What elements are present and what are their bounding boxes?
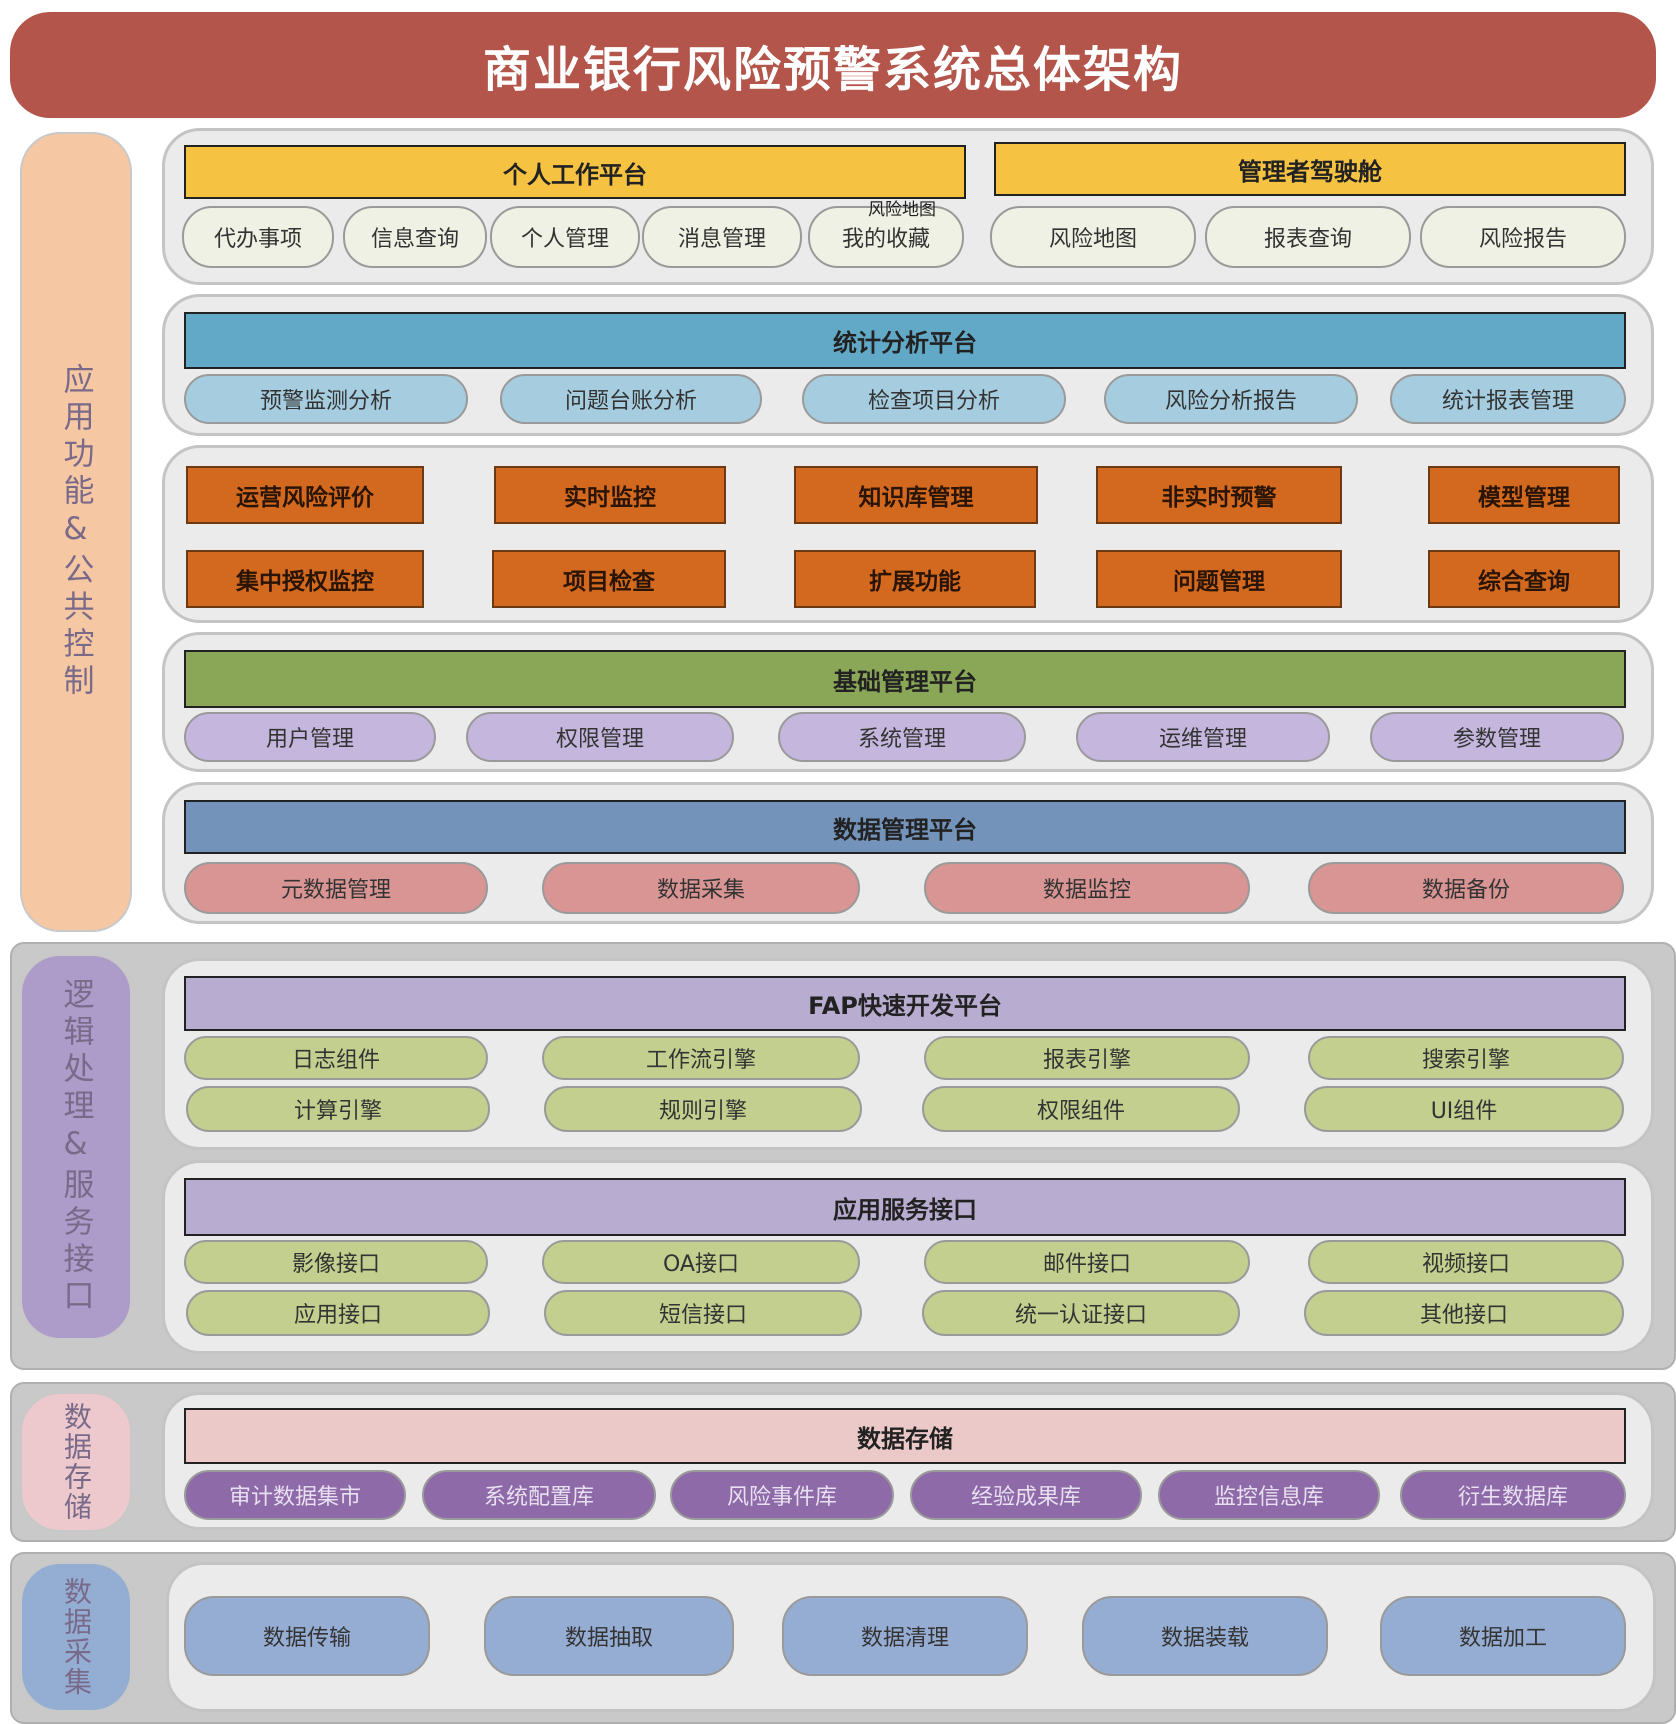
service-header: 应用服务接口 bbox=[184, 1178, 1626, 1236]
fap-item[interactable]: 搜索引擎 bbox=[1308, 1036, 1624, 1080]
module-box[interactable]: 运营风险评价 bbox=[186, 466, 424, 524]
service-item[interactable]: 统一认证接口 bbox=[922, 1290, 1240, 1336]
collect-item[interactable]: 数据传输 bbox=[184, 1596, 430, 1676]
personal-header: 个人工作平台 bbox=[184, 145, 966, 199]
storage-item[interactable]: 监控信息库 bbox=[1158, 1470, 1380, 1520]
fap-item[interactable]: 工作流引擎 bbox=[542, 1036, 860, 1080]
module-box[interactable]: 项目检查 bbox=[492, 550, 726, 608]
fap-item[interactable]: 权限组件 bbox=[922, 1086, 1240, 1132]
datamgmt-header: 数据管理平台 bbox=[184, 800, 1626, 854]
fap-item[interactable]: 报表引擎 bbox=[924, 1036, 1250, 1080]
stats-item[interactable]: 问题台账分析 bbox=[500, 374, 762, 424]
stats-header: 统计分析平台 bbox=[184, 312, 1626, 369]
fap-item[interactable]: 计算引擎 bbox=[186, 1086, 490, 1132]
personal-item[interactable]: 个人管理 bbox=[490, 206, 640, 268]
datamgmt-item[interactable]: 元数据管理 bbox=[184, 862, 488, 914]
cockpit-item[interactable]: 风险地图 bbox=[990, 206, 1196, 268]
collect-item[interactable]: 数据加工 bbox=[1380, 1596, 1626, 1676]
fap-item[interactable]: 日志组件 bbox=[184, 1036, 488, 1080]
cockpit-header: 管理者驾驶舱 bbox=[994, 142, 1626, 196]
diagram-title: 商业银行风险预警系统总体架构 bbox=[10, 12, 1656, 118]
service-item[interactable]: 影像接口 bbox=[184, 1240, 488, 1284]
side-label-storage-text: 数据存储 bbox=[60, 1402, 93, 1522]
base-item[interactable]: 用户管理 bbox=[184, 712, 436, 762]
storage-item[interactable]: 经验成果库 bbox=[910, 1470, 1142, 1520]
module-box[interactable]: 实时监控 bbox=[494, 466, 726, 524]
service-item[interactable]: 应用接口 bbox=[186, 1290, 490, 1336]
stats-item[interactable]: 预警监测分析 bbox=[184, 374, 468, 424]
base-header: 基础管理平台 bbox=[184, 650, 1626, 708]
side-label-app-text: 应用功能&公共控制 bbox=[57, 363, 94, 701]
module-box[interactable]: 知识库管理 bbox=[794, 466, 1038, 524]
stats-item[interactable]: 统计报表管理 bbox=[1390, 374, 1626, 424]
base-item[interactable]: 系统管理 bbox=[778, 712, 1026, 762]
module-box[interactable]: 问题管理 bbox=[1096, 550, 1342, 608]
datamgmt-item[interactable]: 数据采集 bbox=[542, 862, 860, 914]
side-label-app: 应用功能&公共控制 bbox=[20, 132, 132, 932]
module-box[interactable]: 非实时预警 bbox=[1096, 466, 1342, 524]
cockpit-item[interactable]: 报表查询 bbox=[1205, 206, 1411, 268]
storage-item[interactable]: 衍生数据库 bbox=[1400, 1470, 1626, 1520]
storage-item[interactable]: 系统配置库 bbox=[422, 1470, 656, 1520]
service-item[interactable]: 短信接口 bbox=[544, 1290, 862, 1336]
side-label-collect: 数据采集 bbox=[20, 1562, 132, 1712]
side-label-storage: 数据存储 bbox=[20, 1392, 132, 1532]
stats-item[interactable]: 检查项目分析 bbox=[802, 374, 1066, 424]
fap-item[interactable]: UI组件 bbox=[1304, 1086, 1624, 1132]
personal-item[interactable]: 信息查询 bbox=[343, 206, 487, 268]
personal-item[interactable]: 代办事项 bbox=[182, 206, 334, 268]
base-item[interactable]: 参数管理 bbox=[1370, 712, 1624, 762]
base-item[interactable]: 权限管理 bbox=[466, 712, 734, 762]
service-item[interactable]: 视频接口 bbox=[1308, 1240, 1624, 1284]
datamgmt-item[interactable]: 数据备份 bbox=[1308, 862, 1624, 914]
side-label-logic: 逻辑处理&服务接口 bbox=[20, 954, 132, 1340]
base-item[interactable]: 运维管理 bbox=[1076, 712, 1330, 762]
storage-item[interactable]: 审计数据集市 bbox=[184, 1470, 406, 1520]
service-item[interactable]: 其他接口 bbox=[1304, 1290, 1624, 1336]
personal-item[interactable]: 消息管理 bbox=[642, 206, 802, 268]
storage-header: 数据存储 bbox=[184, 1408, 1626, 1464]
module-box[interactable]: 综合查询 bbox=[1428, 550, 1620, 608]
collect-item[interactable]: 数据抽取 bbox=[484, 1596, 734, 1676]
service-item[interactable]: 邮件接口 bbox=[924, 1240, 1250, 1284]
side-label-collect-text: 数据采集 bbox=[60, 1577, 93, 1697]
fap-item[interactable]: 规则引擎 bbox=[544, 1086, 862, 1132]
module-box[interactable]: 扩展功能 bbox=[794, 550, 1036, 608]
fap-header: FAP快速开发平台 bbox=[184, 976, 1626, 1031]
stats-item[interactable]: 风险分析报告 bbox=[1104, 374, 1358, 424]
collect-item[interactable]: 数据装载 bbox=[1082, 1596, 1328, 1676]
collect-item[interactable]: 数据清理 bbox=[782, 1596, 1028, 1676]
personal-item[interactable]: 我的收藏 bbox=[808, 206, 964, 268]
service-item[interactable]: OA接口 bbox=[542, 1240, 860, 1284]
module-box[interactable]: 集中授权监控 bbox=[186, 550, 424, 608]
overlay-tag: 风险地图 bbox=[868, 200, 936, 220]
cockpit-item[interactable]: 风险报告 bbox=[1420, 206, 1626, 268]
side-label-logic-text: 逻辑处理&服务接口 bbox=[57, 978, 94, 1316]
storage-item[interactable]: 风险事件库 bbox=[670, 1470, 894, 1520]
module-box[interactable]: 模型管理 bbox=[1428, 466, 1620, 524]
datamgmt-item[interactable]: 数据监控 bbox=[924, 862, 1250, 914]
